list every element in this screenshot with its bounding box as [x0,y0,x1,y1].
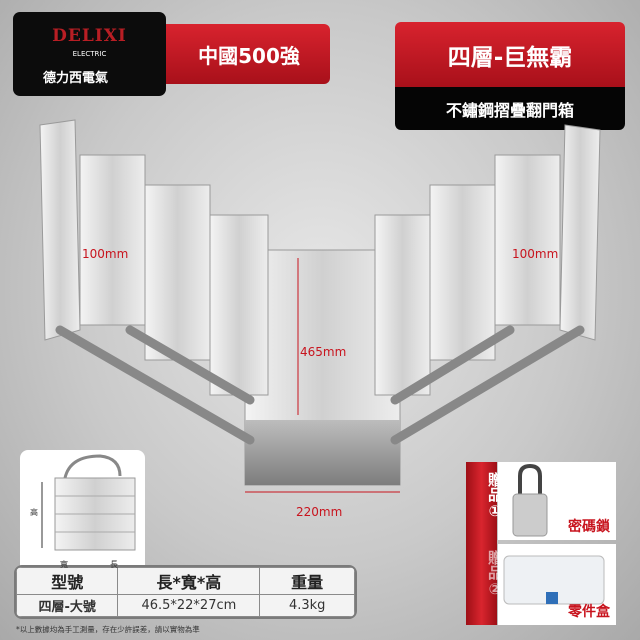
product-thumbnail: 高 寬 長 [20,450,145,578]
rank-banner: 中國500強 [160,24,330,84]
thumb-toolbox-drawing [41,454,136,551]
left-tray-dimension: 100mm [82,247,129,261]
product-title: 四層-巨無霸 不鏽鋼摺疊翻門箱 [395,22,625,130]
padlock-icon [512,463,548,537]
measurement-note: *以上數據均為手工測量，存在少許誤差，請以實物為準 [16,625,200,634]
width-dimension: 220mm [296,505,343,519]
gift-parts-box: 零件盒 [498,544,616,625]
gift-1-label: 密碼鎖 [568,519,610,535]
thumb-width-label: 寬 [60,560,68,569]
thumb-length-label: 長 [110,560,118,569]
cell-dimensions: 46.5*22*27cm [117,594,261,617]
logo-brand: DELIXI [52,26,127,46]
thumb-height-label: 高 [30,508,38,517]
logo-chinese: 德力西電氣 [43,71,109,86]
cell-weight: 4.3kg [259,594,355,617]
gift-panel: 贈品① 贈品② 密碼鎖 零件盒 [466,462,616,625]
header-weight: 重量 [259,567,355,595]
gift-lock: 密碼鎖 [498,462,616,540]
cell-model: 四層-大號 [16,594,119,617]
gift-strip [466,462,497,625]
title-main: 四層-巨無霸 [395,22,625,87]
parts-box-icon [503,555,605,605]
logo-sub: ELECTRIC [72,50,107,58]
hinge-arms [55,325,585,445]
header-dimensions: 長*寬*高 [117,567,261,595]
brand-logo: DELIXI ELECTRIC 德力西電氣 [13,12,166,96]
title-sub: 不鏽鋼摺疊翻門箱 [395,87,625,130]
gift-2-label: 零件盒 [568,604,610,620]
height-dimension: 465mm [300,345,347,359]
left-trays [39,119,269,396]
right-trays [374,124,601,396]
header-model: 型號 [16,567,119,595]
toolbox-base [244,249,401,486]
right-tray-dimension: 100mm [512,247,559,261]
